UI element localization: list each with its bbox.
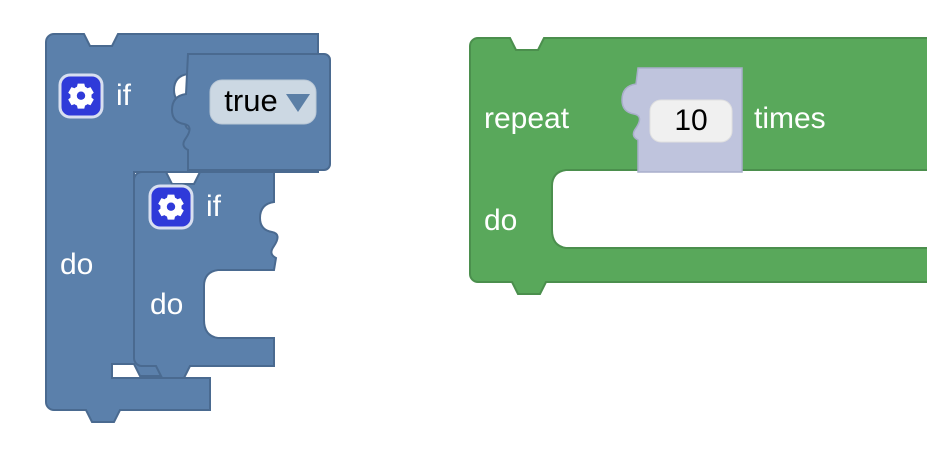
mutator-button-inner[interactable]	[148, 184, 194, 230]
do-label-outer: do	[60, 248, 93, 281]
gear-icon-hub	[76, 91, 86, 100]
mutator-button-outer[interactable]	[58, 73, 104, 119]
controls-if-inner-block[interactable]: if do	[133, 171, 279, 379]
chevron-down-icon[interactable]	[286, 94, 310, 112]
gear-icon	[68, 83, 94, 109]
logic-boolean-true-block[interactable]: true	[170, 53, 331, 171]
logic-dropdown-value: true	[224, 83, 277, 118]
if-label-outer: if	[116, 79, 132, 112]
math-number-block[interactable]: 10	[621, 67, 743, 173]
controls-repeat-block[interactable]: repeat 10 times do	[462, 30, 927, 330]
number-field-value: 10	[674, 104, 707, 137]
logic-dropdown-field[interactable]	[209, 79, 317, 125]
repeat-suffix-label: times	[754, 102, 826, 135]
repeat-prefix-label: repeat	[484, 102, 570, 135]
gear-icon-hub	[166, 202, 176, 211]
do-label-inner: do	[150, 288, 183, 321]
controls-if-outer-block[interactable]: if do true if do	[38, 26, 458, 456]
if-label-inner: if	[206, 190, 222, 223]
gear-icon	[158, 194, 184, 220]
number-field[interactable]	[649, 99, 733, 143]
do-label-repeat: do	[484, 204, 517, 237]
